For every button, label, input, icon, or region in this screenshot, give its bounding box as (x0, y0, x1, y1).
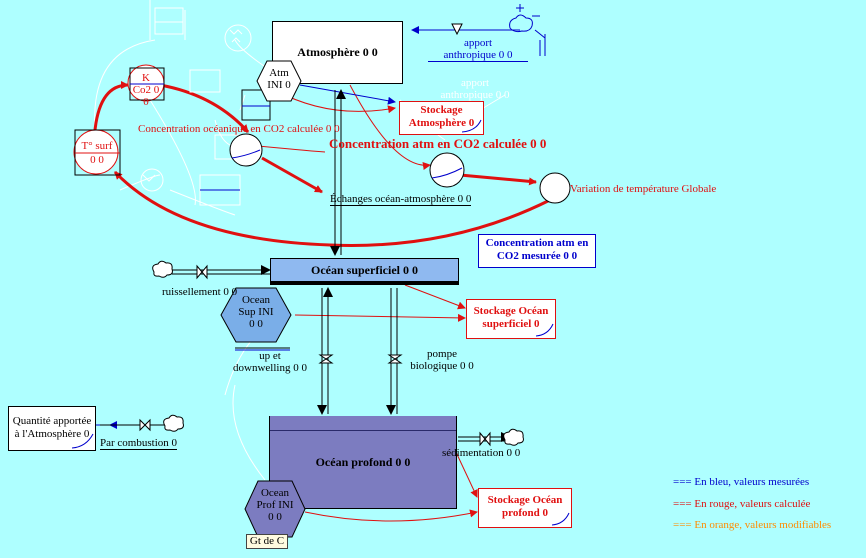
quantite-line1: Quantité apportée (12, 415, 92, 427)
ocean-sup-ini-label: Ocean Sup INI 0 0 (226, 294, 286, 330)
apport-line2: anthropique 0 0 (428, 49, 528, 62)
ocean-prof-ini-line2: Prof INI (256, 499, 294, 511)
stockage-ocean-profond-graph[interactable]: Stockage Océan profond 0 (478, 488, 572, 528)
stockage-ocean-sup-sparkline (536, 323, 554, 337)
atmosphere-stock[interactable]: Atmosphère 0 0 (272, 21, 403, 84)
small-graph-frames (74, 67, 290, 351)
ocean-sup-ini-line2: Sup INI (238, 306, 274, 318)
apport-ghost-line2: anthropique 0 0 (440, 89, 510, 101)
combustion-flow-label[interactable]: Par combustion 0 (100, 437, 177, 450)
cloud-icons (152, 260, 524, 446)
ocean-profond-stock[interactable]: Océan profond 0 0 (269, 416, 457, 509)
variation-temperature-label[interactable]: Variation de température Globale (570, 183, 716, 195)
stockage-atmosphere-graph[interactable]: Stockage Atmosphère 0 (399, 101, 484, 135)
quantite-line2: à l'Atmosphère 0 (14, 428, 90, 440)
concentration-oceanique-text: Concentration océanique en CO2 calculée … (138, 123, 340, 135)
stockage-ocean-prof-sparkline (552, 512, 570, 526)
quantite-apportee-graph[interactable]: Quantité apportée à l'Atmosphère 0 (8, 406, 96, 451)
graph-converters (229, 133, 571, 204)
ocean-sup-ini-line1: Ocean (241, 294, 271, 306)
k-co2-line2: Co2 0 (132, 84, 160, 96)
ocean-profond-label: Océan profond 0 0 (315, 454, 411, 469)
echanges-flow-label[interactable]: Échanges océan-atmosphère 0 0 (330, 193, 472, 206)
sedimentation-text: sédimentation 0 0 (442, 447, 521, 459)
stockage-ocean-prof-line1: Stockage Océan (487, 494, 563, 506)
apport-line1: apport (463, 37, 493, 49)
t-surf-line1: T° surf (81, 140, 113, 152)
ocean-prof-ini-label: Ocean Prof INI 0 0 (248, 487, 302, 523)
legend-orange-text: === En orange, valeurs modifiables (673, 519, 832, 531)
ocean-prof-ini-hexagon[interactable] (244, 480, 306, 538)
stockage-atm-line1: Stockage (420, 104, 463, 116)
pompe-flow-label[interactable]: pompe biologique 0 0 (402, 348, 482, 372)
stockage-atm-line2: Atmosphère 0 (408, 117, 475, 129)
legend-red-text: === En rouge, valeurs calculée (673, 498, 811, 510)
pompe-line2: biologique 0 0 (410, 360, 474, 372)
ocean-prof-ini-line3: 0 0 (268, 511, 282, 523)
gt-de-c-text: Gt de C (249, 535, 285, 547)
gt-de-c-unit-tag: Gt de C (246, 534, 288, 549)
stockage-atm-sparkline (462, 119, 482, 133)
pompe-line1: pompe (427, 348, 457, 360)
echanges-text: Échanges océan-atmosphère 0 0 (330, 193, 472, 205)
stockage-ocean-superficiel-graph[interactable]: Stockage Océan superficiel 0 (466, 299, 556, 339)
ruissellement-text: ruissellement 0 0 (162, 286, 238, 298)
concentration-atm-calculee-text: Concentration atm en CO2 calculée 0 0 (329, 136, 547, 151)
legend-blue-text: === En bleu, valeurs mesurées (673, 476, 810, 488)
t-surf-line2: 0 0 (90, 154, 104, 166)
atm-ini-label: Atm INI 0 (258, 67, 300, 91)
k-co2-line3: 0 (143, 96, 149, 108)
atm-ini-line1: Atm (269, 67, 289, 79)
ruissellement-flow-label[interactable]: ruissellement 0 0 (162, 286, 237, 298)
apport-ghost-line1: apport (460, 77, 490, 89)
updown-line1: up et (259, 350, 281, 362)
t-surf-converter[interactable]: T° surf 0 0 (74, 140, 120, 166)
combustion-text: Par combustion 0 (100, 437, 177, 449)
conc-mesuree-line2: CO2 mesurée 0 0 (496, 250, 578, 262)
ocean-sup-ini-line3: 0 0 (249, 318, 263, 330)
variation-temperature-text: Variation de température Globale (570, 183, 717, 195)
flow-pipes (100, 89, 511, 442)
atm-ini-line2: INI 0 (267, 79, 291, 91)
concentration-oceanique-label[interactable]: Concentration océanique en CO2 calculée … (138, 123, 340, 135)
sedimentation-flow-label[interactable]: sédimentation 0 0 (442, 447, 520, 459)
apport-anthropique-flow-label[interactable]: apport anthropique 0 0 (428, 37, 528, 62)
apport-ghost-label: apport anthropique 0 0 (425, 77, 525, 101)
ocean-profond-top-line (270, 430, 456, 431)
legend-red: === En rouge, valeurs calculée (673, 498, 810, 510)
conc-mesuree-line1: Concentration atm en (485, 237, 589, 249)
atmosphere-label: Atmosphère 0 0 (297, 45, 378, 59)
updown-flow-label[interactable]: up et downwelling 0 0 (228, 350, 312, 374)
red-converters (73, 64, 165, 175)
concentration-atm-calculee-label[interactable]: Concentration atm en CO2 calculée 0 0 (329, 136, 547, 151)
valve-icons (139, 23, 491, 447)
stockage-ocean-prof-line2: profond 0 (502, 507, 548, 519)
red-feedback-loop (93, 81, 551, 247)
ocean-sup-ini-hexagon[interactable] (220, 287, 292, 343)
stockage-ocean-sup-line1: Stockage Océan (473, 305, 549, 317)
legend-orange: === En orange, valeurs modifiables (673, 519, 831, 531)
ocean-superficiel-stock[interactable]: Océan superficiel 0 0 (270, 258, 459, 285)
concentration-mesuree-graph[interactable]: Concentration atm en CO2 mesurée 0 0 (478, 234, 596, 268)
atm-ini-hexagon[interactable] (256, 60, 302, 102)
apport-source-icon (509, 4, 546, 56)
legend-blue: === En bleu, valeurs mesurées (673, 476, 809, 488)
ocean-superficiel-label: Océan superficiel 0 0 (311, 262, 418, 277)
k-co2-converter[interactable]: K Co2 0 0 (128, 72, 164, 108)
ocean-prof-ini-line1: Ocean (260, 487, 290, 499)
k-co2-line1: K (142, 72, 150, 84)
stockage-ocean-sup-line2: superficiel 0 (482, 318, 540, 330)
quantite-sparkline (72, 433, 94, 449)
updown-line2: downwelling 0 0 (233, 362, 307, 374)
